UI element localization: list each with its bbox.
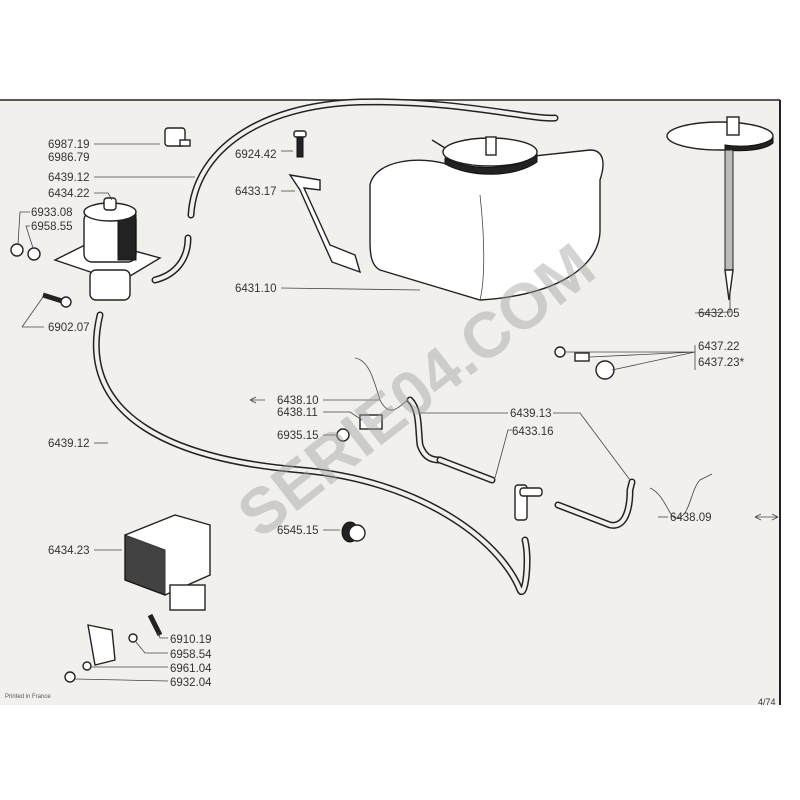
label-6433-17: 6433.17	[235, 186, 277, 198]
label-6439-12-top: 6439.12	[48, 172, 90, 184]
label-6958-55: 6958.55	[31, 221, 73, 233]
hose-6439-12-mid	[92, 311, 531, 596]
page-number: 4/74	[758, 697, 776, 707]
clip-6987-19	[164, 127, 191, 147]
label-6433-16: 6433.16	[512, 426, 554, 438]
reservoir-tank-6431-10	[369, 136, 604, 301]
label-6910-19: 6910.19	[170, 634, 212, 646]
label-6438-10: 6438.10	[277, 395, 319, 407]
arrow-6438-09-icon	[754, 513, 779, 521]
screw-6924-42	[293, 130, 307, 158]
label-6986-79: 6986.79	[48, 152, 90, 164]
label-6932-04: 6932.04	[170, 677, 212, 689]
bracket-6433-17	[288, 174, 362, 274]
nut-washer-6933-6958	[10, 243, 41, 261]
t-connector-6433-16	[514, 484, 543, 521]
label-6438-09: 6438.09	[670, 512, 712, 524]
level-pump-6432-05	[666, 116, 774, 301]
label-6924-42: 6924.42	[235, 149, 277, 161]
pipe-6439-13	[406, 396, 636, 529]
label-6438-11: 6438.11	[277, 407, 318, 419]
label-6437-22: 6437.22	[698, 341, 740, 353]
label-6933-08: 6933.08	[31, 207, 73, 219]
label-6439-12-mid: 6439.12	[48, 438, 90, 450]
leader-lines	[17, 143, 779, 682]
label-6987-19: 6987.19	[48, 139, 90, 151]
hose-6439-12-top	[151, 98, 559, 284]
washer-nut-6437	[554, 346, 615, 380]
label-6431-10: 6431.10	[235, 283, 277, 295]
screw-6902-07	[42, 292, 72, 308]
bracket-screws-set	[64, 613, 163, 683]
washer-pump-6434-22	[53, 197, 162, 301]
relay-6434-23	[124, 514, 211, 611]
label-6958-54: 6958.54	[170, 649, 212, 661]
label-6439-13: 6439.13	[510, 408, 552, 420]
arrow-6438-10-icon	[249, 396, 265, 404]
grommet-6545-15	[341, 521, 366, 543]
label-6902-07: 6902.07	[48, 322, 90, 334]
label-6434-22: 6434.22	[48, 188, 90, 200]
label-6935-15: 6935.15	[277, 430, 319, 442]
wire-6438-09	[649, 473, 713, 519]
label-6434-23: 6434.23	[48, 545, 90, 557]
label-6432-05: 6432.05	[698, 308, 740, 320]
printed-in-france: Printed in France	[5, 694, 51, 700]
clip-6438-11	[359, 414, 383, 430]
label-6961-04: 6961.04	[170, 663, 212, 675]
label-6437-23: 6437.23*	[698, 357, 745, 369]
label-6545-15: 6545.15	[277, 525, 319, 537]
